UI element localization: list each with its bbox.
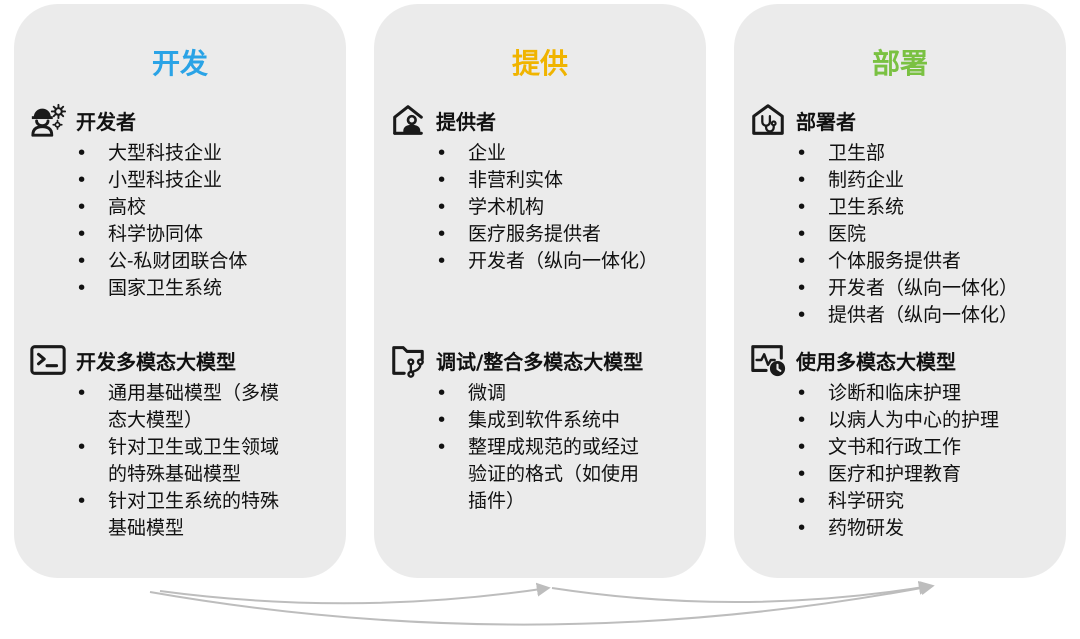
list-item: 整理成规范的或经过 验证的格式（如使用 插件）: [386, 434, 700, 515]
list-item: 针对卫生或卫生领域 的特殊基础模型: [26, 434, 340, 488]
arrow-develop-to-deploy: [149, 581, 935, 626]
list-item: 集成到软件系统中: [386, 407, 700, 434]
section-heading: 使用多模态大模型: [796, 349, 956, 374]
list-item: 科学研究: [746, 488, 1060, 515]
arrow-provide-to-deploy: [551, 580, 933, 603]
list-item: 学术机构: [386, 194, 700, 221]
list-item: 小型科技企业: [26, 167, 340, 194]
section-heading: 开发者: [76, 109, 136, 134]
list-item: 科学协同体: [26, 221, 340, 248]
list-item: 制药企业: [746, 167, 1060, 194]
monitor-check-icon: [746, 340, 790, 380]
section-use-models: 使用多模态大模型 诊断和临床护理 以病人为中心的护理 文书和行政工作 医疗和护理…: [746, 340, 1060, 542]
list-item: 大型科技企业: [26, 140, 340, 167]
list-item: 药物研发: [746, 515, 1060, 542]
list-item: 微调: [386, 380, 700, 407]
panel-title: 提供: [511, 47, 568, 80]
list-item: 提供者（纵向一体化）: [746, 302, 1060, 329]
panel-title: 部署: [871, 47, 928, 80]
list-item: 开发者（纵向一体化）: [746, 275, 1060, 302]
list-item: 开发者（纵向一体化）: [386, 248, 700, 275]
worker-gears-icon: [26, 100, 70, 140]
panel-provide: 提供 提供者 企业 非营利实体 学术机构 医疗服务提供者 开发者（纵向一体化）: [374, 4, 706, 578]
list-item: 企业: [386, 140, 700, 167]
list-item: 医院: [746, 221, 1060, 248]
list-item: 以病人为中心的护理: [746, 407, 1060, 434]
list-item: 医疗服务提供者: [386, 221, 700, 248]
section-adjust-models: 调试/整合多模态大模型 微调 集成到软件系统中 整理成规范的或经过 验证的格式（…: [386, 340, 700, 515]
list-item: 非营利实体: [386, 167, 700, 194]
arrow-develop-to-provide: [159, 582, 551, 605]
list-item: 针对卫生系统的特殊 基础模型: [26, 488, 340, 542]
section-developers: 开发者 大型科技企业 小型科技企业 高校 科学协同体 公-私财团联合体 国家卫生…: [26, 100, 340, 302]
list-item: 国家卫生系统: [26, 275, 340, 302]
section-providers: 提供者 企业 非营利实体 学术机构 医疗服务提供者 开发者（纵向一体化）: [386, 100, 700, 275]
section-heading: 开发多模态大模型: [76, 349, 236, 374]
panel-develop: 开发 开发者 大型科技企业 小型科技企业 高校 科学协同体: [14, 4, 346, 578]
home-user-icon: [386, 100, 430, 140]
list-item: 医疗和护理教育: [746, 461, 1060, 488]
list-item: 文书和行政工作: [746, 434, 1060, 461]
home-stethoscope-icon: [746, 100, 790, 140]
list-item: 个体服务提供者: [746, 248, 1060, 275]
list-item: 通用基础模型（多模 态大模型）: [26, 380, 340, 434]
section-heading: 提供者: [436, 109, 496, 134]
list-item: 高校: [26, 194, 340, 221]
list-item: 公-私财团联合体: [26, 248, 340, 275]
folder-branch-icon: [386, 340, 430, 380]
list-item: 卫生部: [746, 140, 1060, 167]
section-heading: 调试/整合多模态大模型: [436, 349, 644, 374]
section-deployers: 部署者 卫生部 制药企业 卫生系统 医院 个体服务提供者 开发者（纵向一体化） …: [746, 100, 1060, 329]
list-item: 诊断和临床护理: [746, 380, 1060, 407]
section-develop-models: 开发多模态大模型 通用基础模型（多模 态大模型） 针对卫生或卫生领域 的特殊基础…: [26, 340, 340, 542]
section-heading: 部署者: [796, 109, 856, 134]
panel-title: 开发: [151, 47, 208, 80]
list-item: 卫生系统: [746, 194, 1060, 221]
panel-deploy: 部署 部署者 卫生部 制药企业 卫生系统 医院 个体服务提供者 开发者（纵向一体…: [734, 4, 1066, 578]
terminal-icon: [26, 340, 70, 380]
